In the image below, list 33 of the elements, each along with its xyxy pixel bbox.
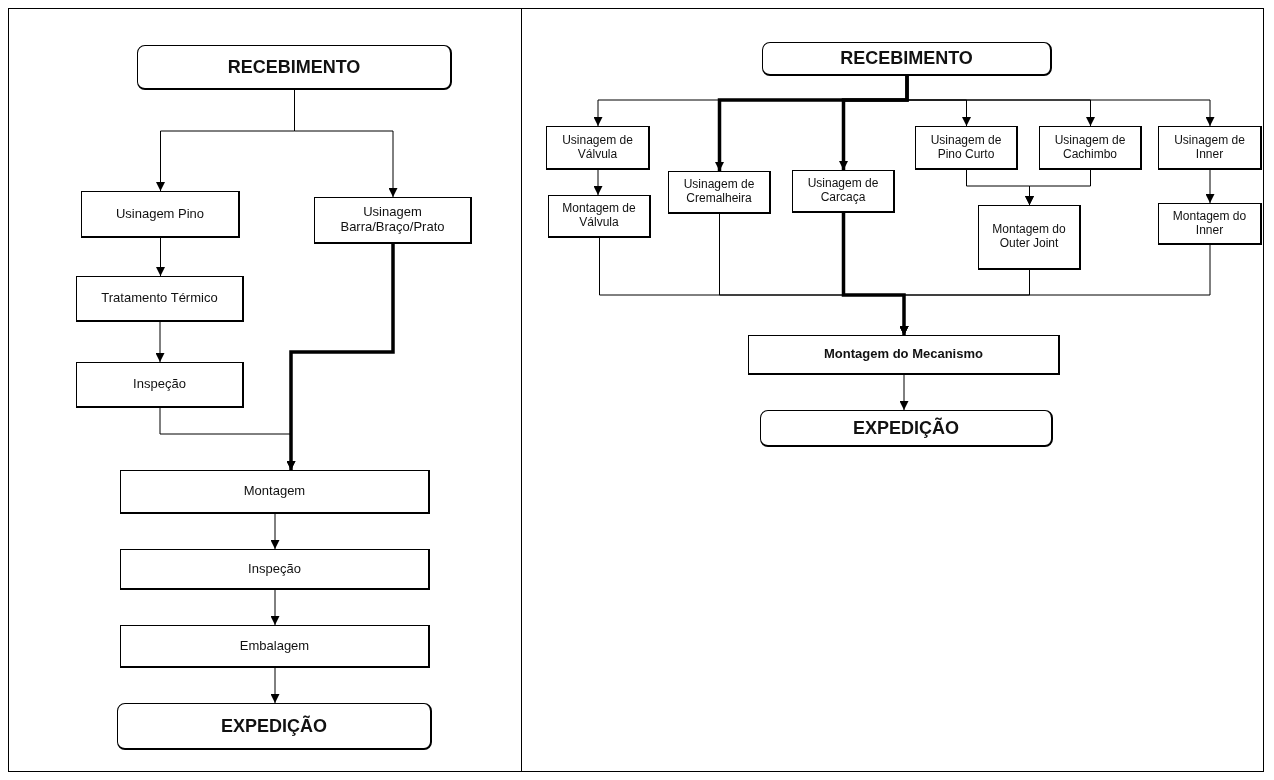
process-box: Usinagem de Carcaça [792,170,895,213]
connector-arrow [841,213,909,335]
connector-arrow [899,374,909,411]
connector-arrow [1205,169,1215,204]
connector-arrow [839,76,909,170]
process-box: Usinagem de Válvula [546,126,650,170]
process-box: Montagem de Válvula [548,195,651,238]
process-box: Montagem do Inner [1158,203,1262,245]
process-box: Inspeção [76,362,244,408]
connector-arrow [1025,169,1091,206]
process-box: Usinagem Pino [81,191,240,238]
process-box: Usinagem de Pino Curto [915,126,1018,170]
connector-arrow [286,244,395,470]
process-box: Usinagem de Cachimbo [1039,126,1142,170]
process-box: Montagem do Mecanismo [748,335,1060,375]
connector-arrow [270,513,280,550]
connector-arrow [270,667,280,704]
connector-arrow [156,237,165,277]
connector-arrow [270,589,280,626]
connector-arrow [593,169,603,196]
terminal-box: RECEBIMENTO [762,42,1052,76]
process-box: Montagem [120,470,430,514]
process-box: Usinagem de Cremalheira [668,171,771,214]
terminal-box: EXPEDIÇÃO [760,410,1053,447]
process-box: Embalagem [120,625,430,668]
process-box: Montagem do Outer Joint [978,205,1081,270]
process-box: Usinagem de Inner [1158,126,1262,170]
process-box: Usinagem Barra/Braço/Prato [314,197,472,244]
terminal-box: RECEBIMENTO [137,45,452,90]
process-box: Tratamento Térmico [76,276,244,322]
connector-arrow [155,321,165,363]
terminal-box: EXPEDIÇÃO [117,703,432,750]
process-box: Inspeção [120,549,430,590]
